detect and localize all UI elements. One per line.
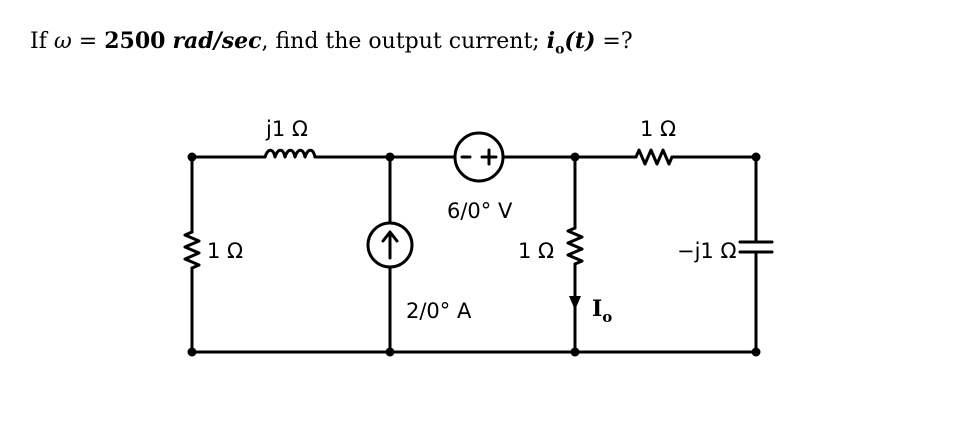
node-top-middle [570, 152, 580, 162]
output-current-letter: I [592, 296, 602, 322]
node-bottom-current-source [385, 347, 395, 357]
output-current-argument: (t) [564, 28, 596, 54]
capacitor-label: −j1 Ω [677, 239, 737, 263]
node-top-right [751, 152, 761, 162]
node-bottom-right [751, 347, 761, 357]
question-body: , find the output current; [261, 29, 547, 54]
equals-sign: = [71, 29, 105, 54]
inductor-label: j1 Ω [265, 117, 308, 141]
output-current-label: Io [592, 296, 612, 326]
output-current-arrow [569, 296, 581, 310]
inductor-j1 [263, 148, 317, 159]
omega-unit: rad/sec [172, 28, 262, 54]
voltage-source [453, 131, 505, 183]
left-resistor [183, 230, 201, 270]
output-current-sub: o [602, 308, 612, 326]
middle-resistor-label: 1 Ω [518, 239, 554, 263]
top-right-resistor [634, 148, 674, 166]
current-source-label: 2/0° A [406, 299, 472, 323]
node-bottom-left [187, 347, 197, 357]
node-top-current-source [385, 152, 395, 162]
omega-symbol: ω [53, 29, 72, 54]
question-suffix: =? [595, 29, 633, 54]
node-top-left [187, 152, 197, 162]
left-resistor-label: 1 Ω [207, 239, 243, 263]
top-right-resistor-label: 1 Ω [640, 117, 676, 141]
node-bottom-middle [570, 347, 580, 357]
current-source-arrow-head [381, 230, 399, 243]
output-current-subscript: o [555, 41, 565, 58]
output-current-symbol: i [546, 28, 556, 54]
question-text: If ω = 2500 rad/sec, find the output cur… [30, 28, 633, 57]
question-prefix: If [30, 29, 54, 54]
voltage-source-label: 6/0° V [447, 199, 513, 223]
middle-resistor [566, 226, 584, 266]
omega-value: 2500 [104, 28, 166, 54]
